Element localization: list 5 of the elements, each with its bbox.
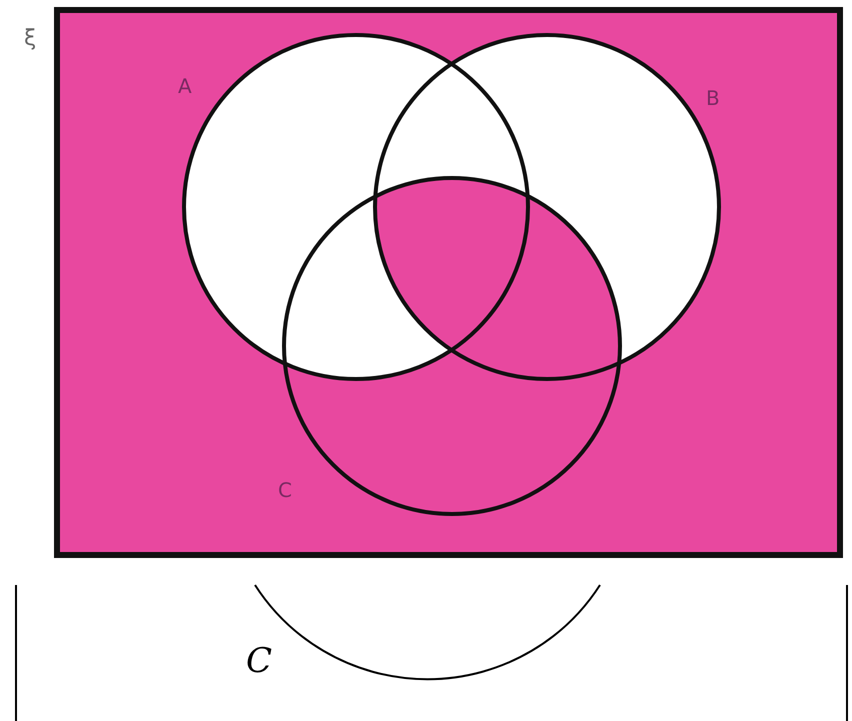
- set-label: C: [246, 644, 272, 678]
- set-label: A: [178, 76, 192, 96]
- set-label: C: [278, 480, 292, 500]
- set-label: B: [706, 88, 720, 108]
- universal-set-symbol: ξ: [24, 28, 36, 50]
